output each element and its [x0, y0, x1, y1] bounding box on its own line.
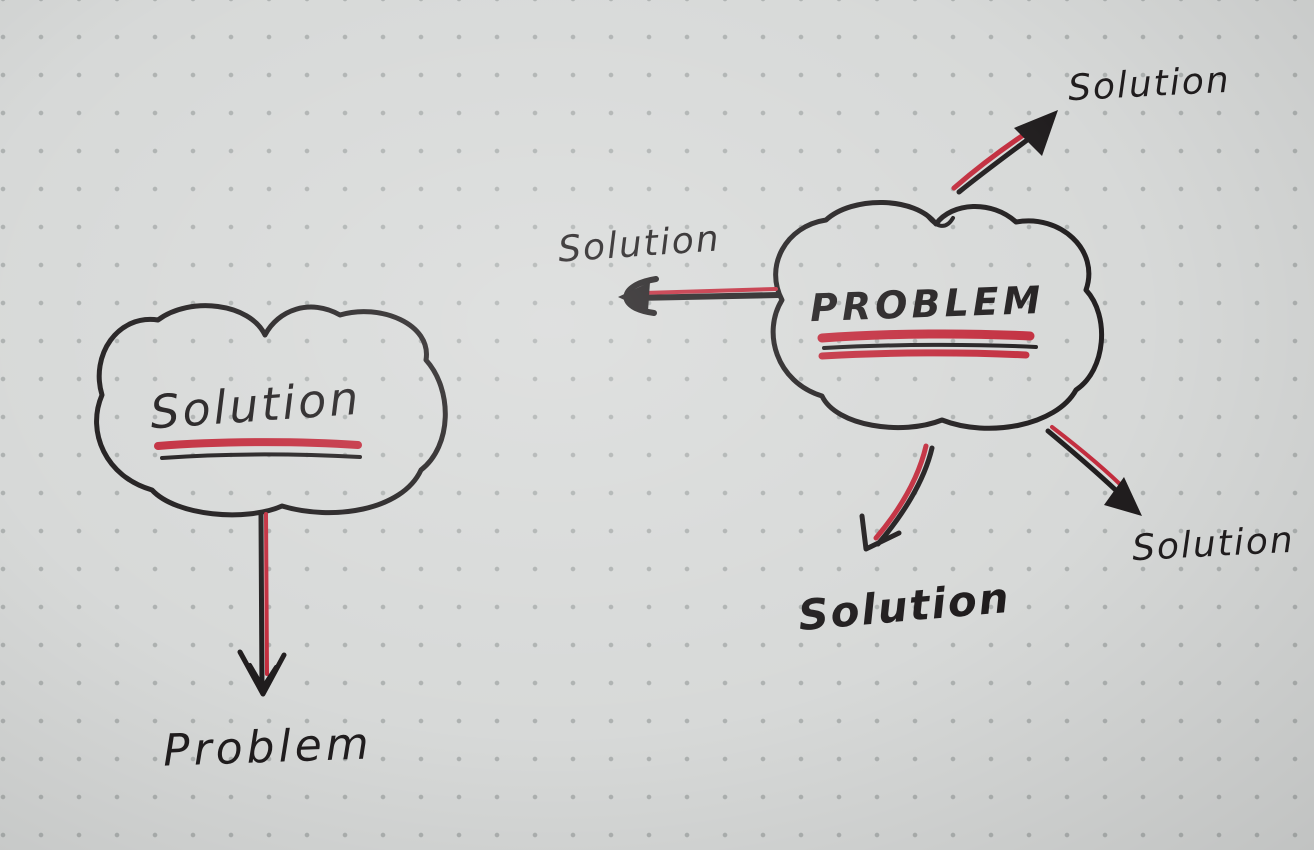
arrow-left [618, 276, 781, 316]
problem-red-underline-1 [817, 329, 1035, 343]
arrow-up-right-head [1014, 110, 1058, 156]
arrow-down-right-head [1104, 477, 1142, 516]
left-down-arrow-red-core [264, 512, 269, 676]
arrow-up-right [951, 110, 1058, 195]
problem-red-underline-2 [818, 349, 1030, 360]
arrow-down-right [1045, 425, 1142, 516]
arrow-down-right-red-core [1050, 425, 1130, 494]
right-cloud-outline [770, 200, 1105, 431]
right-cloud-top-notch [924, 212, 955, 228]
arrow-down [859, 443, 935, 552]
left-cloud-red-underline [154, 438, 362, 450]
right-problem-cloud [770, 200, 1105, 431]
left-cloud-ink-underline [160, 452, 362, 460]
arrow-down-shaft [875, 445, 935, 547]
right-cloud-label: PROBLEM [809, 277, 1046, 331]
arrow-left-head [618, 282, 650, 311]
solution-label-top-right: Solution [1067, 59, 1232, 110]
left-cloud-outline [94, 303, 448, 518]
arrow-down-red-core [873, 443, 929, 541]
left-solution-cloud [94, 303, 448, 518]
solution-label-bottom-right: Solution [1131, 519, 1296, 570]
left-problem-label: Problem [162, 718, 374, 777]
left-down-arrow [237, 511, 287, 697]
arrow-left-shaft [631, 292, 781, 301]
arrow-down-head [859, 513, 902, 552]
arrow-left-red-core [642, 287, 778, 295]
problem-ink-underline [822, 342, 1038, 350]
left-down-arrowhead-inner [248, 663, 278, 689]
left-down-arrow-shaft [258, 511, 265, 691]
